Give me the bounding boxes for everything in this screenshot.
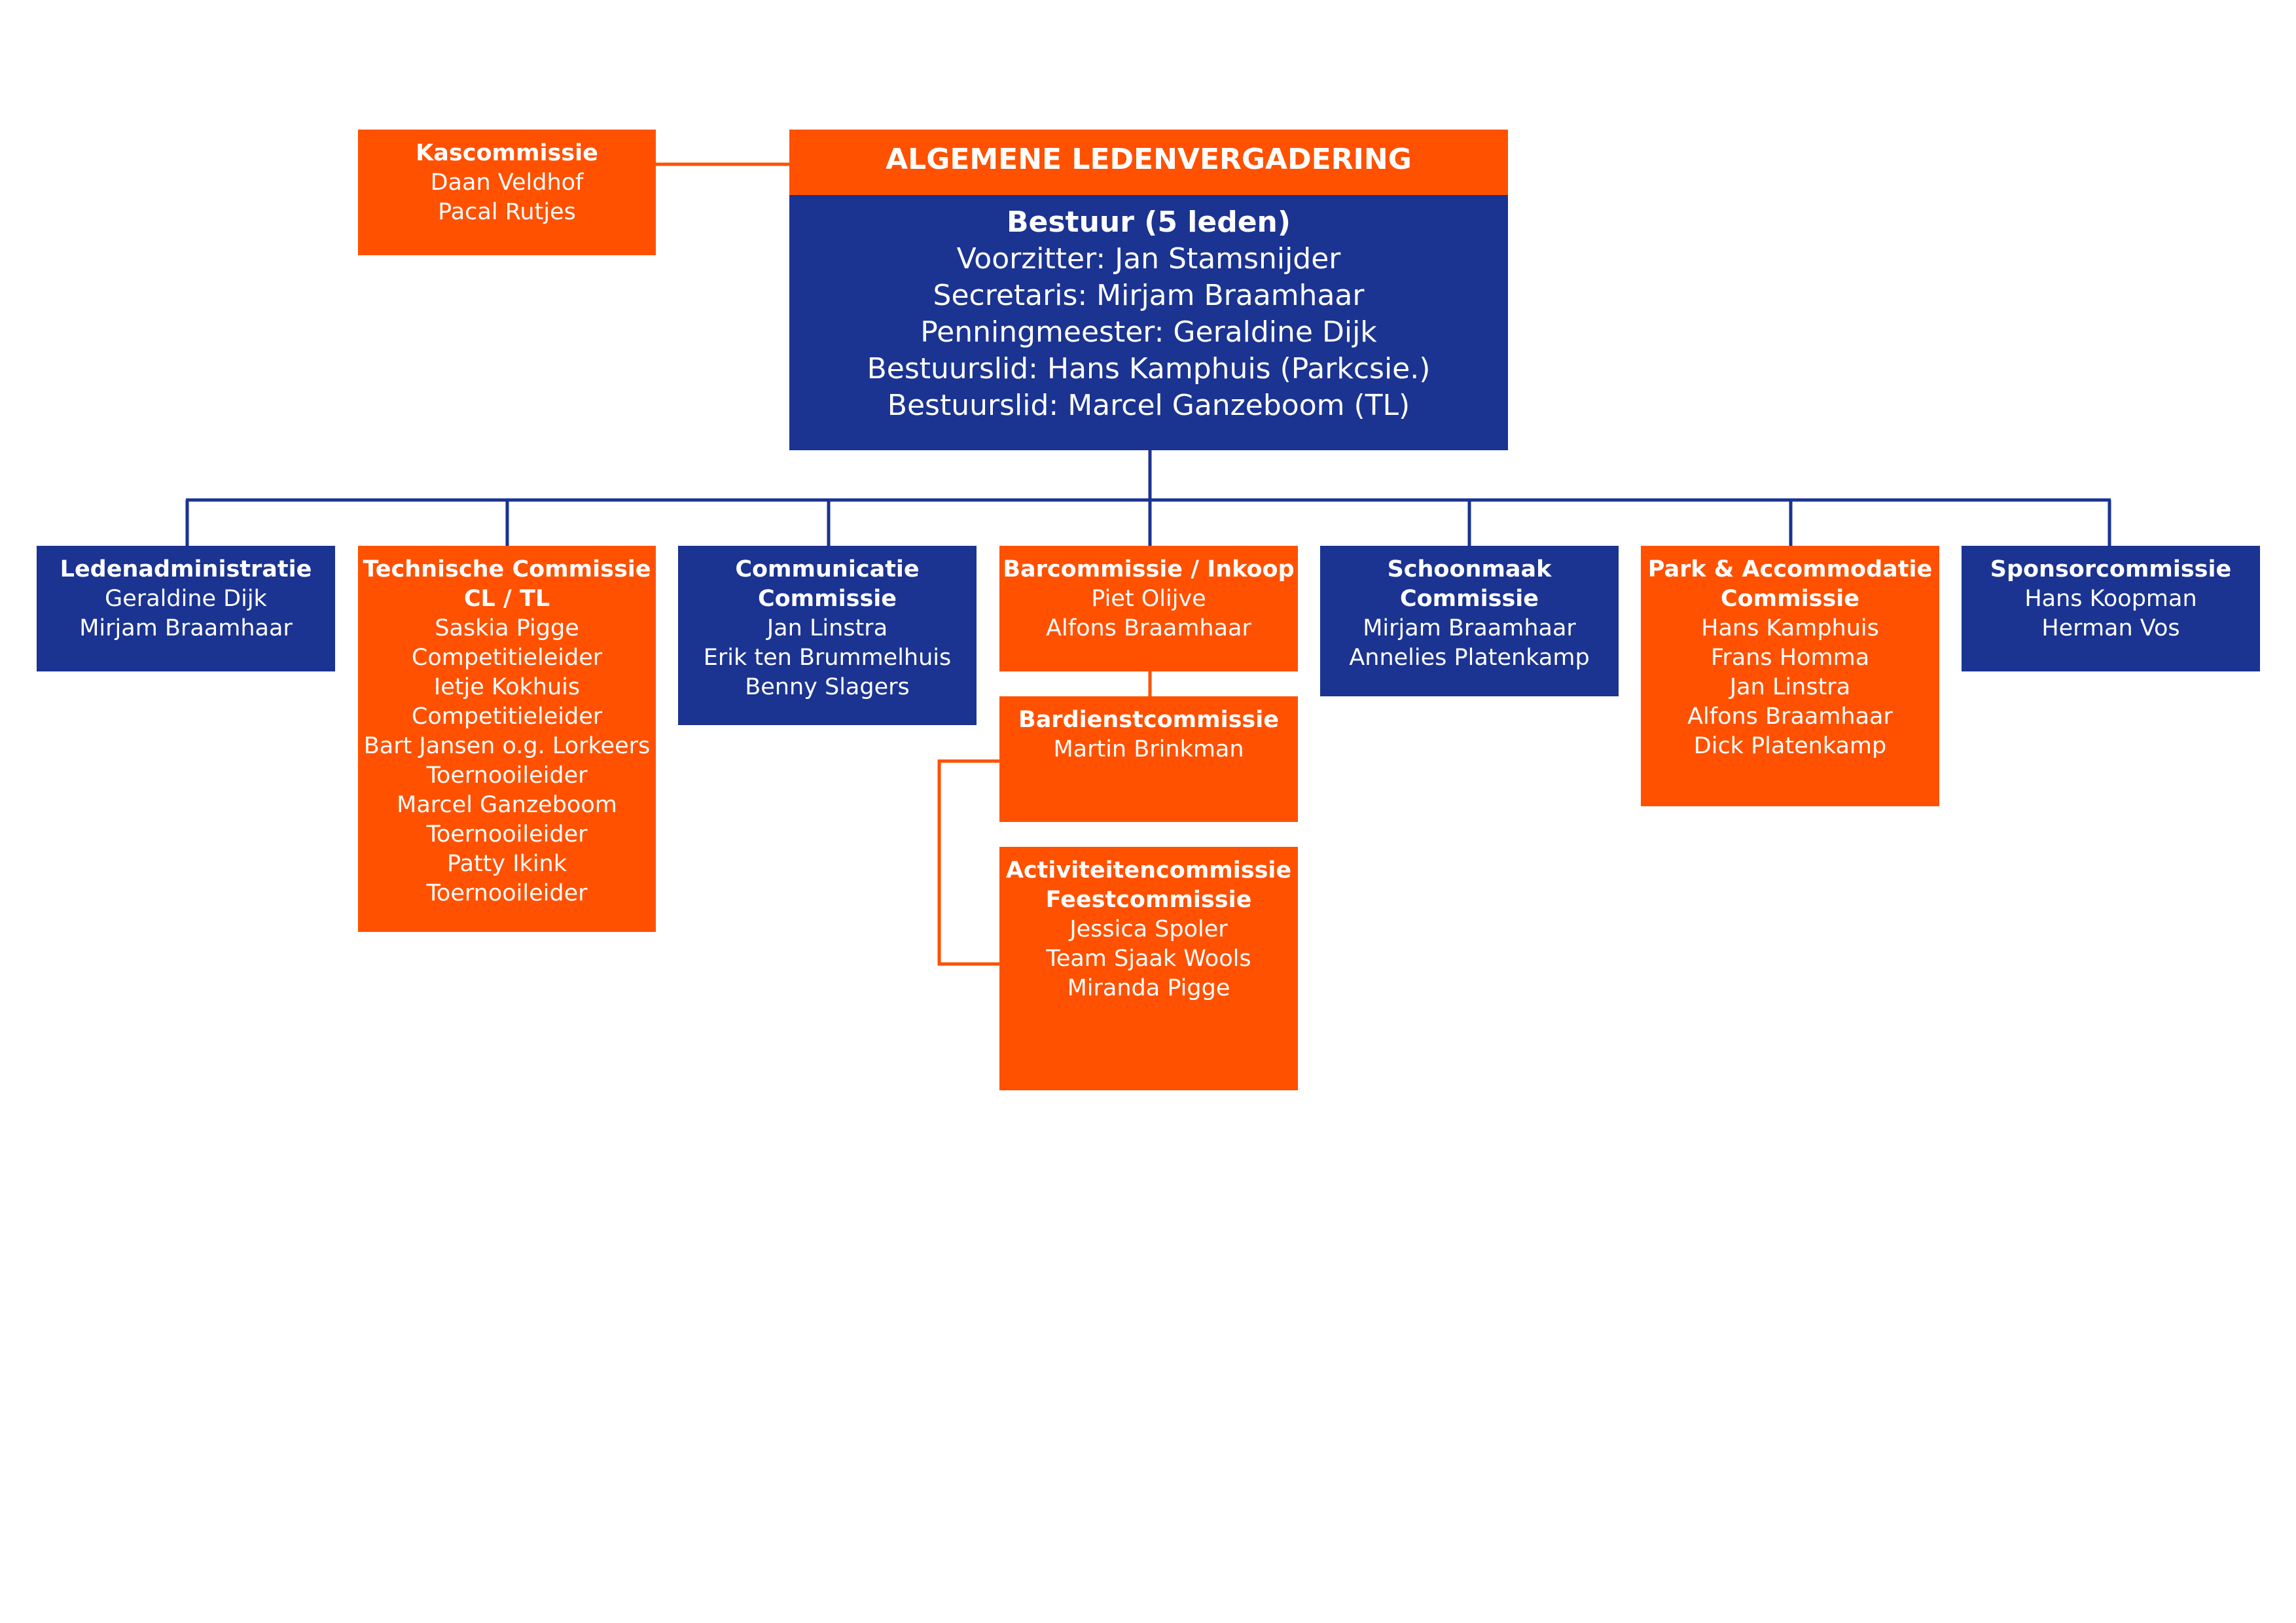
technische-commissie-member: Saskia Pigge [435,615,579,641]
alv-title: ALGEMENE LEDENVERGADERING [886,143,1412,176]
bestuur-member: Bestuurslid: Hans Kamphuis (Parkcsie.) [867,352,1431,385]
technische-commissie-member: Ietje Kokhuis [433,674,581,700]
activiteitencommissie-member: Jessica Spoler [1069,916,1228,942]
kascommissie-member: Pacal Rutjes [438,199,576,225]
barcommissie-title: Barcommissie / Inkoop [1003,556,1295,582]
sponsorcommissie-title: Sponsorcommissie [1990,556,2232,582]
technische-commissie-title: Technische Commissie [363,556,651,582]
schoonmaak-commissie-member: Mirjam Braamhaar [1363,615,1576,641]
sponsorcommissie-box: Sponsorcommissie Hans Koopman Herman Vos [1962,546,2260,671]
park-accommodatie-subtitle: Commissie [1720,586,1860,612]
algemene-ledenvergadering-box: ALGEMENE LEDENVERGADERING [789,130,1508,195]
communicatie-commissie-member: Benny Slagers [745,674,910,700]
ledenadministratie-member: Geraldine Dijk [105,586,267,612]
park-accommodatie-member: Frans Homma [1710,645,1870,671]
bestuur-title: Bestuur (5 leden) [1006,205,1291,239]
technische-commissie-member: Patty Ikink [446,851,567,877]
technische-commissie-role: Toernooileider [426,880,588,906]
bestuur-member: Bestuurslid: Marcel Ganzeboom (TL) [887,389,1410,422]
technische-commissie-role: Toernooileider [426,821,588,847]
activiteitencommissie-member: Miranda Pigge [1067,975,1230,1001]
bestuur-box: Bestuur (5 leden) Voorzitter: Jan Stamsn… [789,195,1508,450]
activiteitencommissie-title: Activiteitencommissie [1005,857,1292,883]
barcommissie-box: Barcommissie / Inkoop Piet Olijve Alfons… [999,546,1298,671]
bestuur-member: Penningmeester: Geraldine Dijk [920,315,1377,349]
bardienstcommissie-title: Bardienstcommissie [1018,707,1279,733]
barcommissie-member: Alfons Braamhaar [1046,615,1251,641]
ledenadministratie-title: Ledenadministratie [60,556,312,582]
technische-commissie-member: Bart Jansen o.g. Lorkeers [363,733,651,759]
park-accommodatie-commissie-box: Park & Accommodatie Commissie Hans Kamph… [1641,546,1939,806]
technische-commissie-member: Marcel Ganzeboom [397,792,617,818]
kascommissie-member: Daan Veldhof [430,169,584,196]
park-accommodatie-member: Hans Kamphuis [1701,615,1879,641]
communicatie-commissie-title: Communicatie [735,556,920,582]
technische-commissie-role: Toernooileider [426,762,588,789]
activiteitencommissie-box: Activiteitencommissie Feestcommissie Jes… [999,847,1298,1090]
schoonmaak-commissie-title: Schoonmaak [1387,556,1552,582]
ledenadministratie-box: Ledenadministratie Geraldine Dijk Mirjam… [37,546,335,671]
bestuur-member: Voorzitter: Jan Stamsnijder [956,242,1341,276]
schoonmaak-commissie-member: Annelies Platenkamp [1349,645,1590,671]
technische-commissie-box: Technische Commissie CL / TL Saskia Pigg… [358,546,656,932]
kascommissie-box: Kascommissie Daan Veldhof Pacal Rutjes [358,130,656,255]
activiteitencommissie-member: Team Sjaak Wools [1046,946,1251,972]
park-accommodatie-member: Dick Platenkamp [1693,733,1887,759]
schoonmaak-commissie-box: Schoonmaak Commissie Mirjam Braamhaar An… [1320,546,1619,696]
technische-commissie-subtitle: CL / TL [463,586,550,612]
technische-commissie-role: Competitieleider [411,704,603,730]
park-accommodatie-title: Park & Accommodatie [1647,556,1933,582]
barcommissie-member: Piet Olijve [1091,586,1206,612]
ledenadministratie-member: Mirjam Braamhaar [79,615,293,641]
bardienstcommissie-member: Martin Brinkman [1053,736,1244,762]
schoonmaak-commissie-subtitle: Commissie [1399,586,1539,612]
bardienst-to-activiteiten-bracket [937,759,999,966]
communicatie-commissie-box: Communicatie Commissie Jan Linstra Erik … [678,546,977,725]
feestcommissie-title: Feestcommissie [1045,887,1252,913]
communicatie-commissie-subtitle: Commissie [757,586,897,612]
communicatie-commissie-member: Jan Linstra [766,615,888,641]
kascommissie-title: Kascommissie [416,140,598,166]
sponsorcommissie-member: Herman Vos [2041,615,2180,641]
park-accommodatie-member: Alfons Braamhaar [1687,704,1893,730]
sponsorcommissie-member: Hans Koopman [2024,586,2197,612]
technische-commissie-role: Competitieleider [411,645,603,671]
park-accommodatie-member: Jan Linstra [1729,674,1851,700]
bestuur-member: Secretaris: Mirjam Braamhaar [933,279,1365,312]
bardienstcommissie-box: Bardienstcommissie Martin Brinkman [999,696,1298,822]
communicatie-commissie-member: Erik ten Brummelhuis [703,645,952,671]
